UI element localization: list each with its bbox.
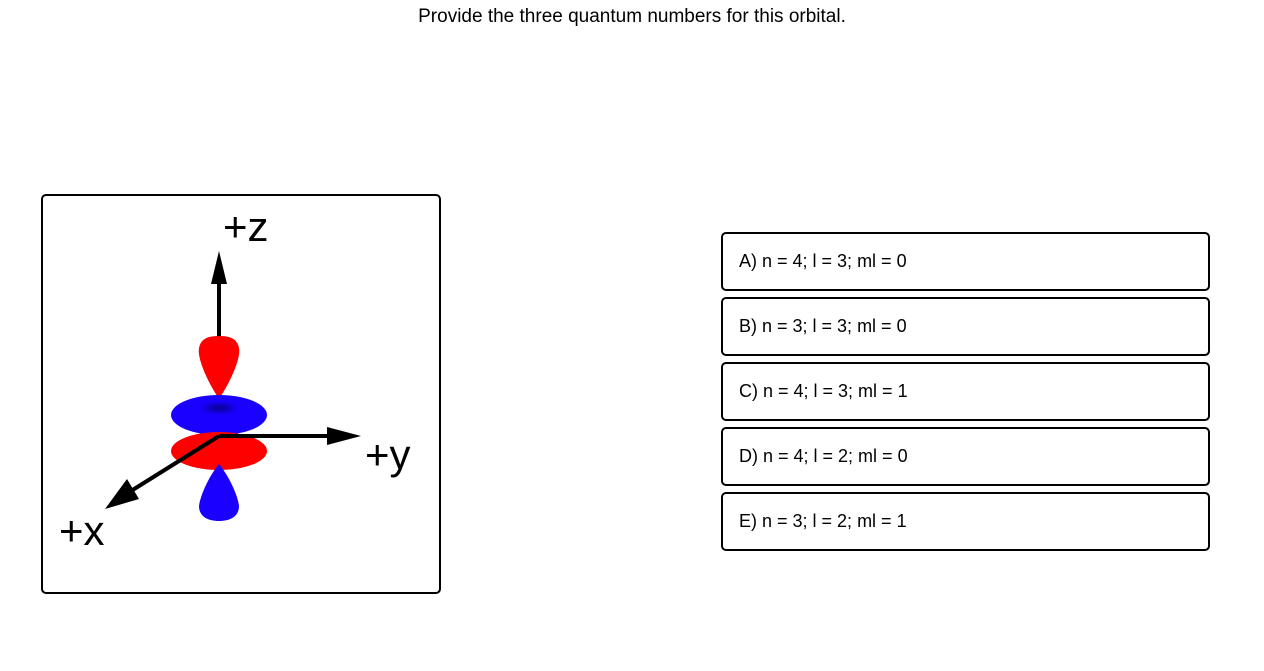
red-torus bbox=[171, 432, 267, 470]
choice-b[interactable]: B) n = 3; l = 3; ml = 0 bbox=[721, 297, 1210, 356]
orbital-figure: +z +y +x bbox=[41, 194, 441, 594]
x-axis-label: +x bbox=[59, 507, 105, 554]
choice-d[interactable]: D) n = 4; l = 2; ml = 0 bbox=[721, 427, 1210, 486]
x-axis-arrowhead bbox=[105, 479, 139, 509]
lower-blue-lobe bbox=[199, 464, 239, 521]
blue-torus-hole bbox=[199, 401, 239, 415]
z-axis-arrowhead bbox=[211, 251, 227, 284]
answer-choices: A) n = 4; l = 3; ml = 0 B) n = 3; l = 3;… bbox=[721, 232, 1210, 557]
choice-a[interactable]: A) n = 4; l = 3; ml = 0 bbox=[721, 232, 1210, 291]
orbital-diagram bbox=[105, 251, 361, 521]
x-axis-line bbox=[129, 434, 221, 493]
z-axis-label: +z bbox=[223, 203, 269, 250]
y-axis-arrowhead bbox=[327, 427, 361, 445]
choice-e[interactable]: E) n = 3; l = 2; ml = 1 bbox=[721, 492, 1210, 551]
y-axis-label: +y bbox=[365, 431, 411, 478]
choice-c[interactable]: C) n = 4; l = 3; ml = 1 bbox=[721, 362, 1210, 421]
upper-red-lobe bbox=[198, 336, 240, 399]
question-text: Provide the three quantum numbers for th… bbox=[418, 6, 846, 27]
